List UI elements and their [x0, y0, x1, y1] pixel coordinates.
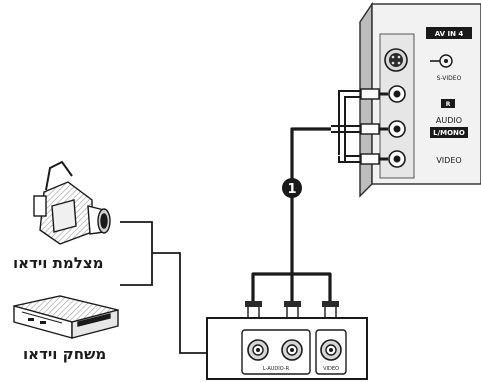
device-audio-label: L-AUDIO-R — [263, 366, 290, 372]
device-side-plugs — [245, 301, 339, 324]
audio-label: AUDIO — [436, 116, 462, 125]
device-jack-box: L-AUDIO-R VIDEO — [206, 317, 368, 380]
r-tag — [441, 99, 455, 108]
av-in-tag-text: AV IN 4 — [435, 30, 464, 38]
tv-plug-audio-l — [360, 123, 380, 135]
device-audio-r-jack — [281, 339, 303, 361]
device-audio-l-jack — [247, 339, 269, 361]
tv-plug-audio-r — [360, 88, 380, 100]
device-video-label: VIDEO — [323, 366, 339, 372]
main-av-cable — [251, 127, 332, 306]
tv-side-cable-bundle — [331, 88, 388, 165]
vcr-label: משחק וידאו — [23, 345, 107, 363]
device-video-jack — [320, 339, 342, 361]
tv-plug-video — [360, 153, 380, 165]
tv-video-jack — [388, 150, 406, 168]
svideo-label: S-VIDEO — [437, 75, 462, 82]
video-label: VIDEO — [436, 156, 461, 165]
tv-panel-edge — [359, 1, 373, 198]
vcr-icon — [13, 295, 119, 339]
cable-number-text: 1 — [287, 182, 296, 197]
lmono-tag-text: L/MONO — [433, 129, 465, 137]
device-bracket — [120, 221, 207, 354]
r-tag-text: R — [446, 101, 451, 108]
svideo-icon — [430, 54, 453, 68]
av-in-tag — [426, 27, 472, 39]
tv-audio-l-jack — [388, 120, 406, 138]
lmono-tag — [430, 127, 468, 138]
camcorder-icon — [33, 160, 111, 245]
tv-rear-panel: AV IN 4 S-VIDEO — [359, 1, 481, 198]
camcorder-label: מצלמת וידאו — [13, 254, 104, 272]
cable-number-badge: 1 — [282, 178, 302, 198]
svideo-jack — [384, 48, 408, 72]
tv-audio-r-jack — [388, 85, 406, 103]
